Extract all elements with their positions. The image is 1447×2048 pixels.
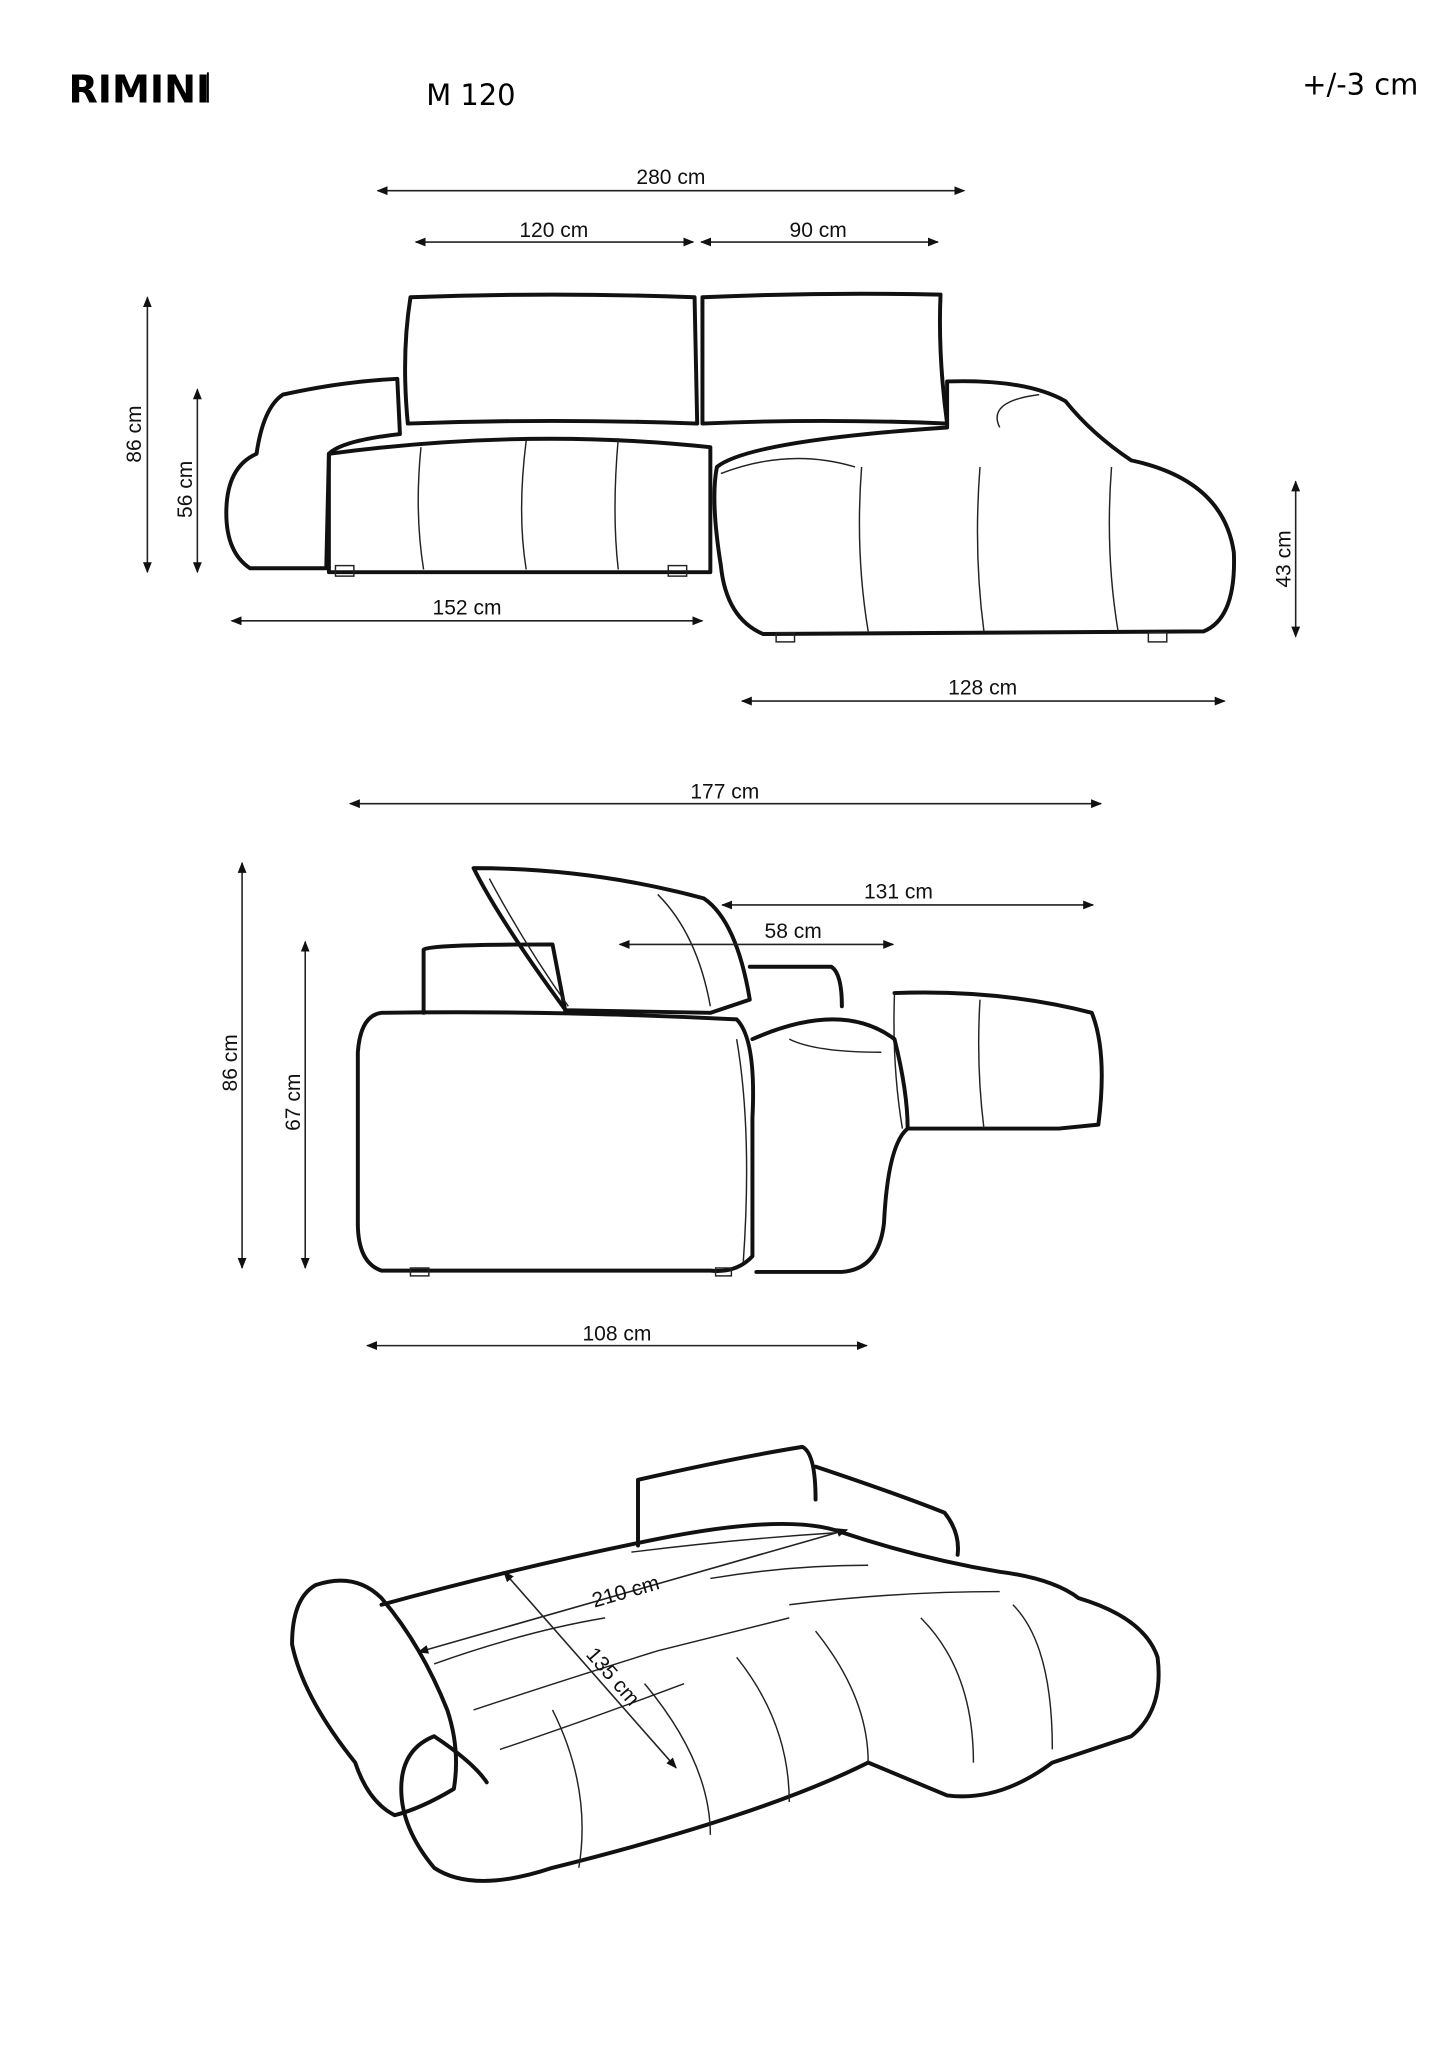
dim-depth: 108 cm [582,1322,651,1345]
side-view-sofa [355,866,1104,1277]
front-dimensions: 280 cm 120 cm 90 cm 86 cm 56 cm 152 cm 4… [123,166,1301,706]
dim-seat-depth: 58 cm [765,920,822,943]
side-dimensions: 177 cm 131 cm 58 cm 86 cm 67 cm 108 cm [219,780,1103,1351]
tolerance-note: +/-3 cm [1302,68,1418,102]
dim-bed-length: 210 cm [589,1571,662,1612]
dim-total-width: 280 cm [636,166,705,189]
dim-side-height: 86 cm [219,1034,242,1091]
dim-armrest-height: 67 cm [282,1074,305,1131]
dim-height: 86 cm [123,405,146,462]
front-view-sofa [224,291,1236,643]
dim-seat-width: 120 cm [519,219,588,242]
dim-chaise-height: 43 cm [1272,530,1295,587]
dim-seat-height: 56 cm [174,461,197,518]
dim-left-width: 152 cm [433,596,502,619]
dim-chaise-seat-width: 90 cm [790,219,847,242]
bed-view-sofa [290,1444,1161,1883]
bed-dimensions: 210 cm 135 cm [417,1528,849,1769]
dim-bed-width: 135 cm [581,1643,644,1710]
dim-chaise-width: 128 cm [948,677,1017,700]
model-code: M 120 [426,78,515,112]
dim-chaise-depth: 131 cm [864,880,933,903]
product-title: RIMINI [68,68,210,112]
dim-total-depth: 177 cm [690,780,759,803]
